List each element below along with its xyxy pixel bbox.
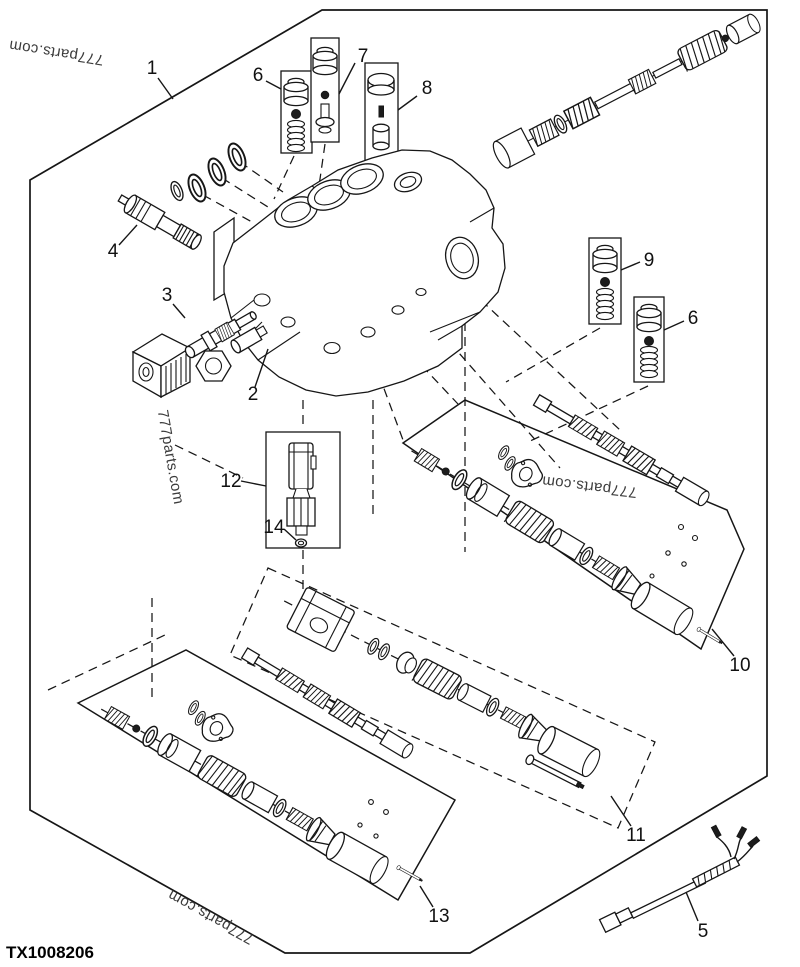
- spool-shaft-panel-13: [240, 647, 414, 759]
- watermark-mid-left: 777parts.com: [154, 409, 187, 506]
- callout-6-top: 6: [253, 65, 264, 86]
- diagram-border-outline: [29, 9, 768, 954]
- callout-10: 10: [729, 655, 750, 676]
- watermark-top-left: 777parts.com: [8, 37, 105, 69]
- callout-1: 1: [147, 58, 158, 79]
- sub-assembly-box-7: [310, 37, 340, 143]
- part-4-sensor: [117, 194, 202, 250]
- callout-8: 8: [422, 78, 433, 99]
- sub-assembly-box-6-top: [280, 70, 313, 154]
- callout-4: 4: [108, 241, 119, 262]
- sub-assembly-box-6-right: [633, 296, 665, 383]
- spool-shaft-top-right: [492, 13, 761, 169]
- watermark-bottom-left: 777parts.com: [165, 886, 257, 947]
- callout-5: 5: [698, 921, 709, 942]
- callout-13: 13: [428, 906, 449, 927]
- callout-leader-lines: [118, 62, 735, 922]
- sub-assembly-box-9: [588, 237, 622, 325]
- part-3-solenoid: [131, 311, 257, 399]
- panel-11: [229, 567, 656, 829]
- callout-3: 3: [162, 285, 173, 306]
- callout-9: 9: [644, 250, 655, 271]
- callout-14: 14: [263, 517, 285, 538]
- part-5-wire-harness: [598, 824, 761, 934]
- callout-2: 2: [248, 384, 259, 405]
- callout-11: 11: [626, 825, 646, 846]
- sub-assembly-box-8: [364, 62, 399, 165]
- panel-13: [76, 649, 457, 902]
- spool-shaft-panel-10: [532, 393, 710, 507]
- callout-labels: 1 6 7 8 4 3 2 9 6 12 14 10 11 13 5: [108, 46, 751, 942]
- panel-10: [401, 399, 745, 651]
- callout-7: 7: [358, 46, 369, 67]
- watermark-center: 777parts.com: [541, 472, 638, 501]
- figure-id: TX1008206: [6, 943, 94, 962]
- part-2-fitting: [195, 325, 268, 382]
- o-ring-set: [167, 140, 250, 205]
- callout-6-right: 6: [688, 308, 699, 329]
- callout-12: 12: [220, 471, 241, 492]
- main-valve-body: [213, 149, 506, 397]
- sub-assembly-box-12: [265, 431, 341, 549]
